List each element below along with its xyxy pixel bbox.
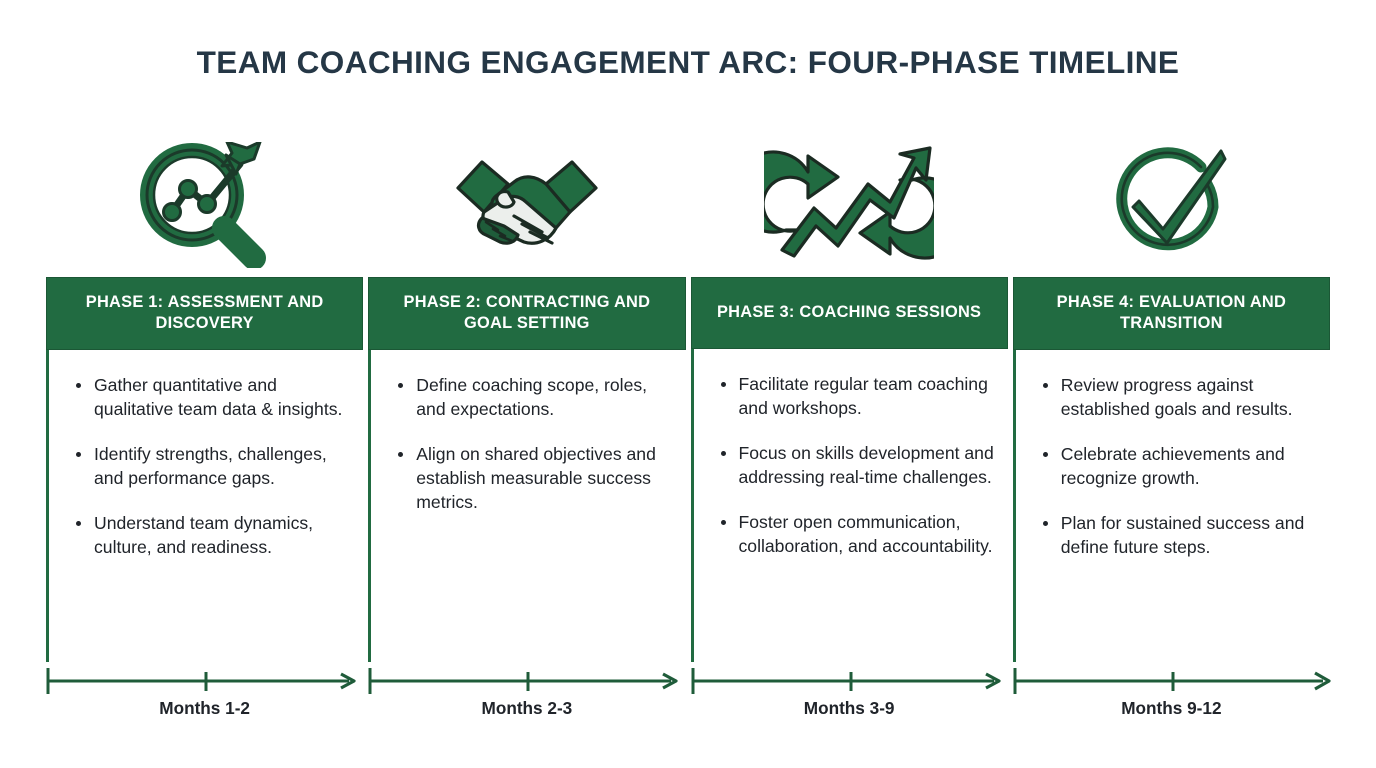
phase-3-body: Facilitate regular team coaching and wor… [690,349,1008,662]
phase-4-bullet-list: Review progress against established goal… [1042,374,1316,560]
timeline-label-2: Months 2-3 [481,698,573,718]
phase-card-4[interactable]: PHASE 4: EVALUATION AND TRANSITION Revie… [1012,132,1330,662]
phase-2-header: PHASE 2: CONTRACTING AND GOAL SETTING [368,277,686,350]
timeline-segment-4: Months 9-12 [1013,666,1331,732]
phase-card-2[interactable]: PHASE 2: CONTRACTING AND GOAL SETTING De… [368,132,686,662]
list-item: Foster open communication, collaboration… [720,511,994,559]
phase-card-3[interactable]: PHASE 3: COACHING SESSIONS Facilitate re… [690,132,1008,662]
list-item: Define coaching scope, roles, and expect… [397,374,671,422]
list-item: Facilitate regular team coaching and wor… [720,373,994,421]
phase-1-icon-zone [46,132,363,277]
timeline-arrow-3 [691,668,1001,694]
magnifier-chart-arrow-icon [139,141,266,268]
phase-1-bullet-list: Gather quantitative and qualitative team… [75,374,349,560]
phase-1-header: PHASE 1: ASSESSMENT AND DISCOVERY [46,277,364,350]
timeline-label-3: Months 3-9 [803,698,895,718]
phase-4-body: Review progress against established goal… [1012,350,1330,662]
timeline-arrow-4 [1013,668,1331,694]
check-circle-icon [1116,146,1227,250]
list-item: Focus on skills development and addressi… [720,442,994,490]
timeline-axis: Months 1-2 Months 2-3 [46,666,1331,732]
list-item: Review progress against established goal… [1042,374,1316,422]
phase-3-icon-zone [691,132,1008,277]
phase-columns: PHASE 1: ASSESSMENT AND DISCOVERY Gather… [46,132,1330,662]
phase-4-header: PHASE 4: EVALUATION AND TRANSITION [1012,277,1330,350]
timeline-label-1: Months 1-2 [159,698,250,718]
cyclical-growth-arrows-icon [764,145,935,260]
page-title: TEAM COACHING ENGAGEMENT ARC: FOUR-PHASE… [196,44,1180,80]
handshake-icon [456,159,598,245]
timeline-segment-2: Months 2-3 [368,666,685,732]
list-item: Understand team dynamics, culture, and r… [75,512,349,560]
list-item: Plan for sustained success and define fu… [1042,512,1316,560]
list-item: Gather quantitative and qualitative team… [75,374,349,422]
phase-1-body: Gather quantitative and qualitative team… [46,350,363,662]
phase-4-icon-zone [1013,132,1330,277]
phase-card-1[interactable]: PHASE 1: ASSESSMENT AND DISCOVERY Gather… [46,132,364,662]
phase-2-bullet-list: Define coaching scope, roles, and expect… [397,374,671,515]
timeline-arrow-1 [46,668,356,694]
timeline-segment-3: Months 3-9 [691,666,1008,732]
phase-3-bullet-list: Facilitate regular team coaching and wor… [720,373,994,559]
phase-2-icon-zone [368,132,685,277]
timeline-label-4: Months 9-12 [1121,698,1222,718]
list-item: Celebrate achievements and recognize gro… [1042,443,1316,491]
timeline-segment-1: Months 1-2 [46,666,363,732]
phase-3-header: PHASE 3: COACHING SESSIONS [690,277,1008,349]
list-item: Align on shared objectives and establish… [397,443,671,515]
list-item: Identify strengths, challenges, and perf… [75,443,349,491]
phase-2-body: Define coaching scope, roles, and expect… [368,350,685,662]
timeline-arrow-2 [368,668,678,694]
